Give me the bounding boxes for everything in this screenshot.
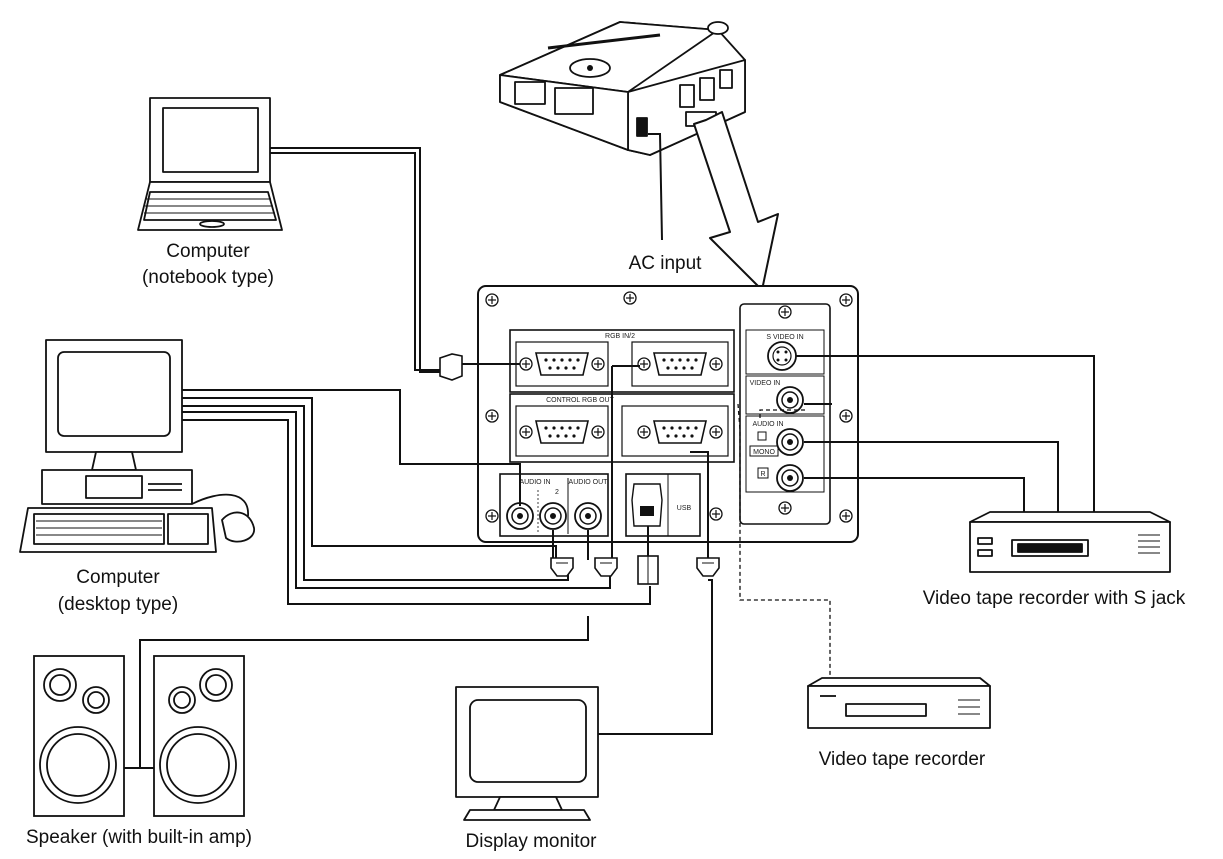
vcr-s-jack-label: Video tape recorder with S jack [922, 588, 1186, 609]
mono-label: MONO [753, 449, 775, 456]
audio-in-12-label: AUDIO IN [519, 479, 550, 486]
plugs [439, 353, 720, 585]
rgb-in-label: RGB IN/2 [605, 333, 635, 340]
vcr-label: Video tape recorder [818, 749, 986, 770]
audio-in-label: AUDIO IN [752, 421, 783, 428]
ac-input-label: AC input [628, 253, 702, 274]
video-cable-dashed [737, 403, 831, 678]
desktop-computer [19, 339, 255, 553]
notebook-label-line2: (notebook type) [141, 267, 275, 288]
display-monitor [455, 686, 599, 821]
notebook-label-line1: Computer [166, 241, 250, 262]
svideo-in-label: S VIDEO IN [766, 334, 803, 341]
speaker-label: Speaker (with built-in amp) [26, 827, 252, 848]
connector-panel: RGB IN/2 CONTROL RGB OUT AUDIO IN 2 AUDI… [477, 285, 859, 543]
speakers [33, 655, 245, 817]
control-rgb-out-label: CONTROL RGB OUT [546, 397, 615, 404]
desktop-label-line1: Computer [76, 567, 160, 588]
display-monitor-label: Display monitor [465, 831, 597, 852]
audio-in-2-label: 2 [555, 489, 559, 496]
vcr-with-s-jack [969, 511, 1171, 573]
desktop-label-line2: (desktop type) [57, 594, 179, 615]
audio-out-label: AUDIO OUT [569, 479, 609, 486]
usb-label: USB [677, 505, 692, 512]
video-in-label: VIDEO IN [750, 380, 781, 387]
vcr [807, 677, 991, 729]
projector [499, 21, 746, 156]
notebook-computer [137, 97, 283, 231]
cables [139, 147, 1095, 768]
ac-cord [648, 133, 663, 241]
r-label: R [760, 471, 765, 478]
